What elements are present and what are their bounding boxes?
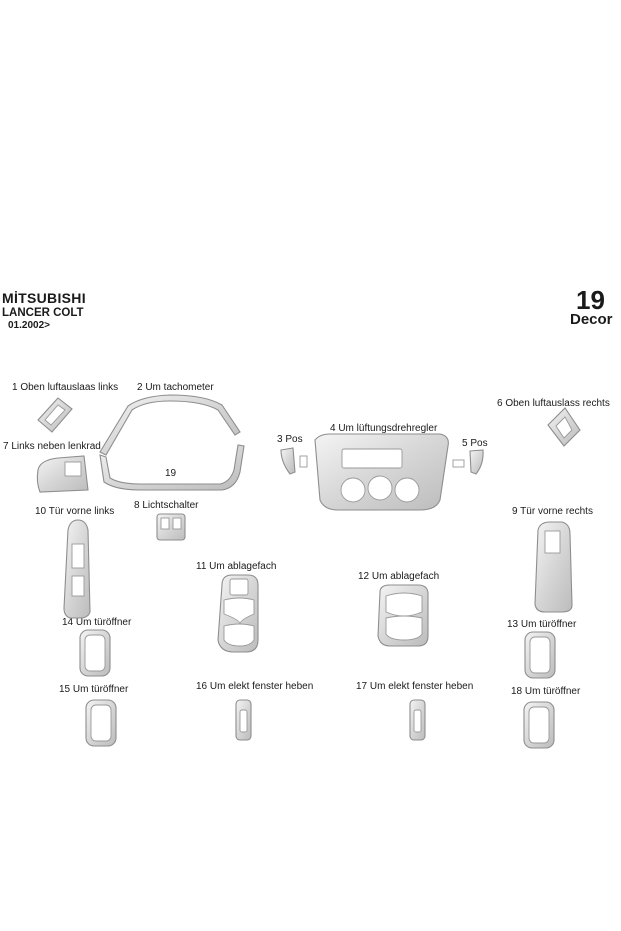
part-1-vent-left-top — [37, 397, 73, 433]
piece-count: 19 — [576, 285, 605, 315]
model-date: 01.2002> — [8, 320, 50, 331]
part-3-pos-left — [280, 447, 308, 475]
part-18-door-opener-surround — [523, 701, 555, 749]
label-part-15: 15 Um türöffner — [59, 684, 129, 695]
part-8-light-switch — [156, 513, 186, 541]
label-part-6: 6 Oben luftauslass rechts — [497, 398, 610, 409]
label-part-17: 17 Um elekt fenster heben — [356, 681, 474, 692]
part-13-door-opener-surround — [524, 631, 556, 679]
part-15-door-opener-surround — [85, 699, 117, 747]
part-14-door-opener-surround — [79, 629, 111, 677]
part-7-left-of-steering — [36, 455, 89, 493]
part-16-power-window-surround — [235, 699, 252, 741]
part-10-door-front-left — [63, 519, 91, 619]
label-part-2: 2 Um tachometer — [137, 382, 214, 393]
label-part-8: 8 Lichtschalter — [134, 500, 199, 511]
part-2-speedometer-surround — [99, 394, 241, 456]
part-12-storage-surround-right — [377, 584, 429, 647]
label-part-4: 4 Um lüftungsdrehregler — [330, 423, 438, 434]
label-part-11: 11 Um ablagefach — [196, 561, 277, 572]
part-19-speedometer-lower — [99, 444, 245, 491]
label-part-10: 10 Tür vorne links — [35, 506, 115, 517]
part-9-door-front-right — [534, 521, 573, 613]
part-4-climate-control-surround — [314, 433, 449, 511]
label-part-14: 14 Um türöffner — [62, 617, 132, 628]
label-part-19: 19 — [165, 468, 177, 479]
part-5-pos-right — [452, 449, 484, 475]
model-name: LANCER COLT — [2, 307, 84, 319]
label-part-16: 16 Um elekt fenster heben — [196, 681, 314, 692]
part-17-power-window-surround — [409, 699, 426, 741]
part-11-storage-surround-left — [217, 574, 259, 653]
label-part-3: 3 Pos — [277, 434, 303, 445]
label-part-5: 5 Pos — [462, 438, 488, 449]
label-part-1: 1 Oben luftauslaas links — [12, 382, 119, 393]
label-part-7: 7 Links neben lenkrad — [3, 441, 101, 452]
label-part-18: 18 Um türöffner — [511, 686, 581, 697]
label-part-9: 9 Tür vorne rechts — [512, 506, 593, 517]
decor-label: Decor — [570, 311, 613, 328]
part-6-vent-right-top — [547, 407, 581, 447]
label-part-13: 13 Um türöffner — [507, 619, 577, 630]
label-part-12: 12 Um ablagefach — [358, 571, 440, 582]
brand-name: MİTSUBISHI — [2, 290, 86, 306]
